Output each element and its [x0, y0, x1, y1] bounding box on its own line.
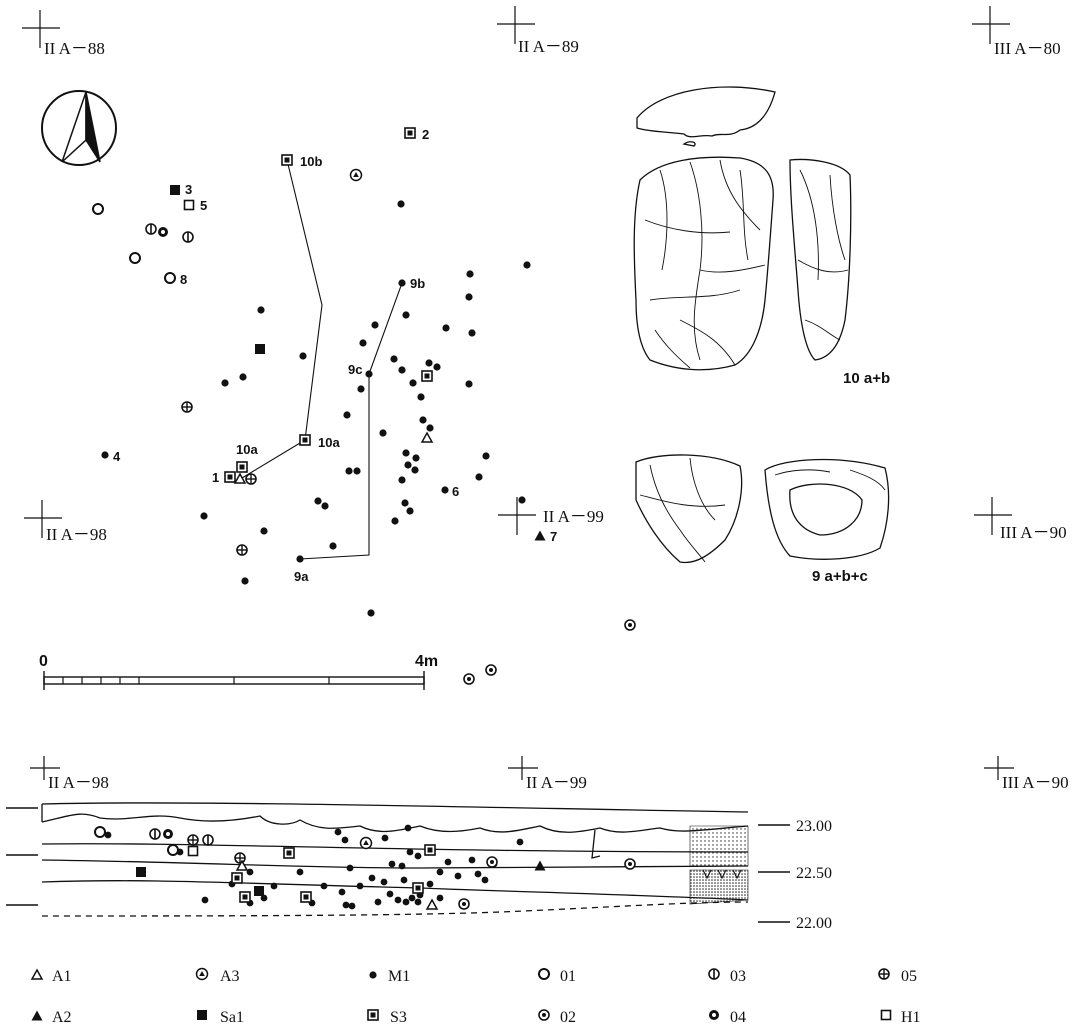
legend-item-sa1: Sa1	[197, 1009, 244, 1026]
legend-item-a3: A3	[195, 967, 240, 985]
artifact-9-drawing	[635, 454, 890, 564]
point-label-5: 5	[200, 198, 207, 213]
legend-item-05: 05	[878, 968, 917, 985]
section-grid-label-iia99: II A－99	[526, 773, 587, 792]
grid-label-iia98: II A－98	[46, 525, 107, 544]
section-m1-points	[104, 824, 524, 910]
legend-label-01: 01	[560, 968, 576, 985]
grid-marker-iiia90	[974, 497, 1012, 535]
legend: A1 A3 M1 01 03 05 A2 Sa1	[31, 967, 921, 1026]
grid-label-iia99: II A－99	[543, 507, 604, 526]
section-grid-label-iia98: II A－98	[48, 773, 109, 792]
grid-label-iia88: II A－88	[44, 39, 105, 58]
legend-item-a1: A1	[31, 968, 72, 985]
elevation-label-2250: 22.50	[796, 865, 832, 882]
legend-label-a3: A3	[220, 968, 240, 985]
scale-bar: 0 4m	[39, 653, 438, 690]
legend-label-a2: A2	[52, 1009, 72, 1026]
legend-label-s3: S3	[390, 1009, 407, 1026]
point-label-9a: 9a	[294, 569, 309, 584]
artifact-10-drawing	[633, 86, 852, 371]
legend-item-03: 03	[708, 968, 746, 985]
grid-marker-iia99	[498, 497, 536, 535]
legend-label-m1: M1	[388, 968, 410, 985]
legend-item-h1: H1	[880, 1009, 921, 1026]
section-grid-marker-iia99	[508, 756, 538, 780]
legend-item-04: 04	[709, 1009, 746, 1026]
legend-item-02: 02	[538, 1009, 576, 1026]
point-label-2: 2	[422, 127, 429, 142]
point-label-8: 8	[180, 272, 187, 287]
point-label-9c: 9c	[348, 362, 362, 377]
section-reference-ticks	[6, 807, 790, 923]
point-label-6: 6	[452, 484, 459, 499]
point-label-3: 3	[185, 182, 192, 197]
plan-m1-points	[101, 200, 531, 617]
legend-label-02: 02	[560, 1009, 576, 1026]
section-grid-label-iiia90: III A－90	[1002, 773, 1069, 792]
section-grid-marker-iia98	[30, 756, 60, 780]
legend-item-m1: M1	[369, 968, 410, 985]
legend-label-05: 05	[901, 968, 917, 985]
legend-label-sa1: Sa1	[220, 1009, 244, 1026]
grid-label-iia89: II A－89	[518, 37, 579, 56]
plan-symbol-points	[92, 127, 636, 685]
refit-lines	[241, 159, 403, 560]
grid-marker-iiia80	[972, 6, 1010, 44]
legend-label-h1: H1	[901, 1009, 921, 1026]
point-label-1: 1	[212, 470, 219, 485]
north-arrow-icon	[41, 90, 117, 166]
legend-label-a1: A1	[52, 968, 72, 985]
scale-end-label: 4m	[415, 653, 438, 670]
elevation-label-2200: 22.00	[796, 915, 832, 932]
legend-label-03: 03	[730, 968, 746, 985]
legend-item-01: 01	[538, 968, 576, 985]
scale-start-label: 0	[39, 653, 48, 670]
point-label-7: 7	[550, 529, 557, 544]
point-label-10a-right: 10a	[318, 435, 340, 450]
section-grid-marker-iiia90	[984, 756, 1014, 780]
artifact-10-caption: 10 a+b	[843, 370, 890, 387]
point-label-4: 4	[113, 449, 121, 464]
point-label-9b: 9b	[410, 276, 425, 291]
section-stippled-areas	[689, 825, 749, 905]
elevation-label-2300: 23.00	[796, 818, 832, 835]
legend-item-s3: S3	[367, 1009, 407, 1026]
grid-marker-iia88	[22, 10, 60, 48]
grid-marker-iia98	[24, 500, 62, 538]
point-label-10a-upper: 10a	[236, 442, 258, 457]
point-label-10b: 10b	[300, 154, 322, 169]
legend-item-a2: A2	[31, 1009, 72, 1026]
artifact-9-caption: 9 a+b+c	[812, 568, 868, 585]
grid-marker-iia89	[497, 6, 535, 44]
grid-label-iiia80: III A－80	[994, 39, 1061, 58]
legend-label-04: 04	[730, 1009, 746, 1026]
grid-label-iiia90: III A－90	[1000, 523, 1067, 542]
